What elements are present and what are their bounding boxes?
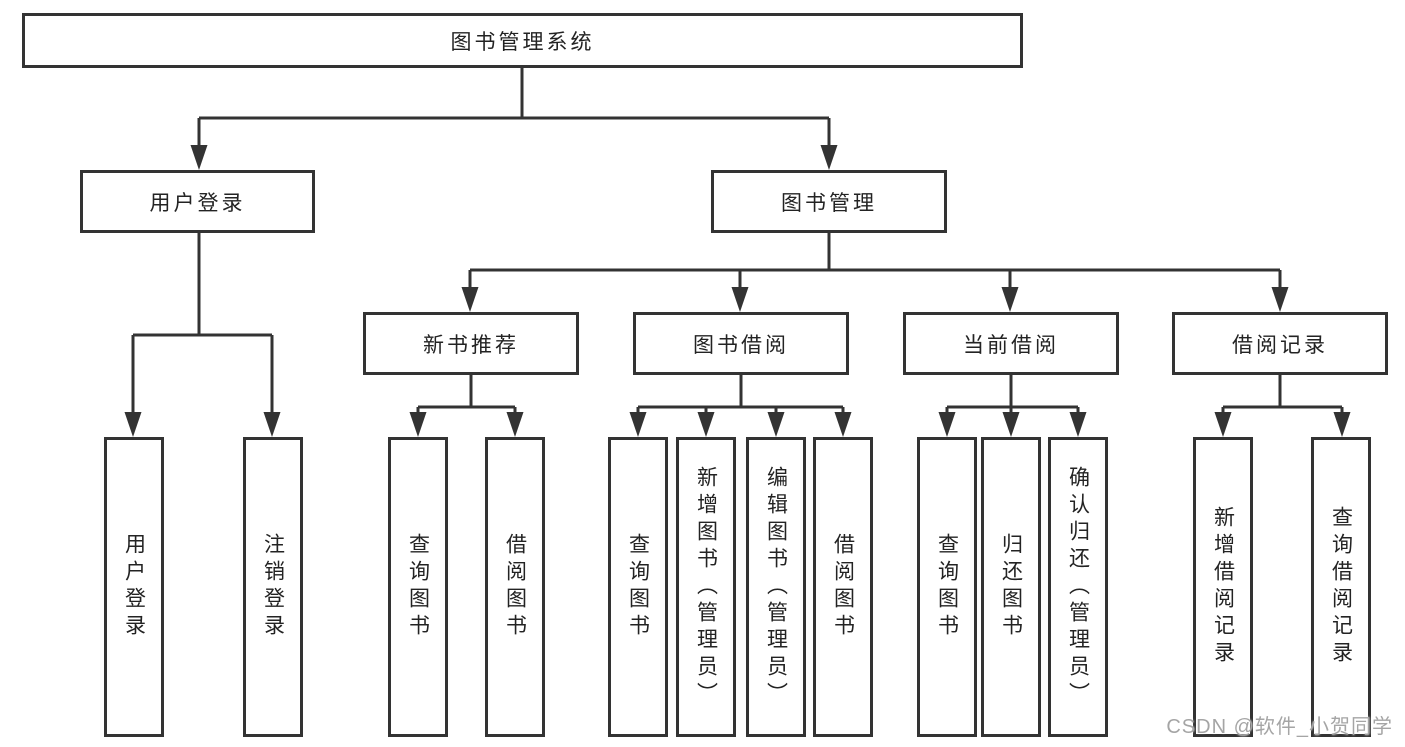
leaf-borrow-book-1: 借阅图书 xyxy=(485,437,545,737)
csdn-watermark: CSDN @软件_小贺同学 xyxy=(1166,716,1393,738)
leaf-query-borrow-record: 查询借阅记录 xyxy=(1311,437,1371,737)
leaf-add-borrow-record: 新增借阅记录 xyxy=(1193,437,1253,737)
node-new-book-recommend: 新书推荐 xyxy=(363,312,579,375)
node-current-borrow: 当前借阅 xyxy=(903,312,1119,375)
leaf-query-book-1: 查询图书 xyxy=(388,437,448,737)
leaf-query-book-3: 查询图书 xyxy=(917,437,977,737)
leaf-logout: 注销登录 xyxy=(243,437,303,737)
leaf-return-book: 归还图书 xyxy=(981,437,1041,737)
node-book-management: 图书管理 xyxy=(711,170,947,233)
leaf-add-book-admin: 新增图书（管理员） xyxy=(676,437,736,737)
arrowhead-group xyxy=(124,145,1351,437)
leaf-query-book-2: 查询图书 xyxy=(608,437,668,737)
leaf-user-login: 用户登录 xyxy=(104,437,164,737)
node-book-borrow: 图书借阅 xyxy=(633,312,849,375)
node-borrow-records: 借阅记录 xyxy=(1172,312,1388,375)
node-user-login: 用户登录 xyxy=(80,170,315,233)
leaf-edit-book-admin: 编辑图书（管理员） xyxy=(746,437,806,737)
node-root: 图书管理系统 xyxy=(22,13,1023,68)
leaf-borrow-book-2: 借阅图书 xyxy=(813,437,873,737)
leaf-confirm-return-admin: 确认归还（管理员） xyxy=(1048,437,1108,737)
